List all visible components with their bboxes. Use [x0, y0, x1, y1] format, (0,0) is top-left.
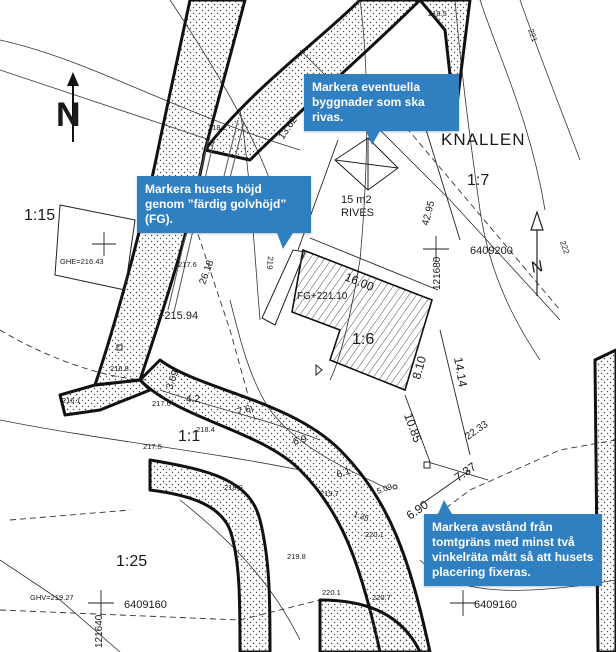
contour-222: 222: [558, 240, 571, 256]
north-label: N: [56, 96, 81, 134]
dim-6-1: 6.1: [335, 466, 352, 481]
demolish-building: [334, 137, 399, 191]
callout-demolish: Markera eventuella byggnader som ska riv…: [304, 74, 459, 145]
callout-distance-pointer: [438, 500, 452, 514]
ghv-label: GHV=219.27: [30, 593, 74, 602]
height-220-7: 220.7: [372, 593, 391, 602]
ratio-1-25: 1:25: [116, 553, 147, 570]
demolish-area-label: 15 m2: [341, 194, 372, 206]
north-arrow-icon: [67, 72, 79, 142]
small-north-label: N: [530, 258, 544, 277]
floor-height-label: FG+221.10: [297, 291, 348, 302]
dim-26-18: 26.18: [197, 258, 216, 286]
survey-markers: [116, 344, 431, 490]
small-north-arrow-icon: [530, 210, 544, 296]
height-220-1-b: 220.1: [322, 588, 341, 597]
callout-floor-height-pointer: [277, 233, 293, 249]
dim-4-2: 4.2: [186, 394, 200, 405]
callout-distance-text: Markera avstånd från tomtgräns med minst…: [432, 520, 594, 579]
height-218-4: 218.4: [196, 425, 215, 434]
height-215-94: +215.94: [158, 310, 198, 322]
dim-22-33: 22.33: [463, 419, 490, 443]
ratio-1-15: 1:15: [24, 207, 55, 224]
height-218-2: 218.2: [208, 123, 227, 132]
callout-demolish-text: Markera eventuella byggnader som ska riv…: [312, 80, 425, 124]
height-217-5: 217.5: [143, 442, 162, 451]
demolish-label: RIVES: [341, 207, 374, 219]
dim-14-14: 14.14: [451, 356, 470, 388]
callout-demolish-pointer: [366, 131, 380, 145]
coord-121680: 121680: [432, 256, 443, 290]
coord-121640: 121640: [94, 614, 105, 648]
ghe-label: GHE=216.43: [60, 257, 104, 266]
height-219-8: 219.8: [287, 552, 306, 561]
dim-7-37: 7.37: [452, 459, 479, 484]
height-218-9: 218.9: [224, 483, 243, 492]
coord-6409160-left: 6409160: [124, 599, 167, 611]
callout-distance: Markera avstånd från tomtgräns med minst…: [424, 500, 602, 586]
ratio-1-6: 1:6: [352, 331, 374, 348]
callout-floor-height: Markera husets höjd genom ”färdig golvhö…: [137, 176, 311, 249]
dim-42-95: 42.95: [420, 199, 437, 226]
height-220-1: 220.1: [365, 530, 384, 539]
dim-7-6: 7.6: [236, 404, 253, 418]
dim-6-9: 6.9: [292, 434, 309, 448]
height-217-6: 217.6: [178, 260, 197, 269]
dim-8-10: 8.10: [409, 354, 429, 380]
neighbour-building: [54, 204, 136, 291]
ratio-1-7: 1:7: [467, 172, 489, 189]
height-216-8: 216.8: [110, 364, 129, 373]
dimension-lines: [297, 109, 489, 506]
house-footprint: [261, 248, 433, 392]
place-name: KNALLEN: [441, 130, 525, 149]
coordinate-crosses: [88, 232, 476, 616]
contour-219: 219: [265, 256, 275, 271]
callout-floor-height-text: Markera husets höjd genom ”färdig golvhö…: [145, 182, 287, 226]
height-218-5: 218.5: [428, 9, 447, 18]
coord-6409200: 6409200: [470, 245, 513, 257]
height-216-1: 216.1: [62, 396, 81, 405]
dim-10-85: 10.85: [401, 411, 425, 444]
coord-6409160-right: 6409160: [474, 599, 517, 611]
contour-221: 221: [526, 28, 539, 44]
roads: [58, 0, 616, 652]
height-217-6-b: 217.6: [152, 399, 171, 408]
ratio-1-1: 1:1: [178, 428, 200, 445]
height-labels: 218.5 218.2 217.6 216.8 216.1 217.6 218.…: [30, 9, 447, 602]
height-219-7: 219.7: [320, 489, 339, 498]
